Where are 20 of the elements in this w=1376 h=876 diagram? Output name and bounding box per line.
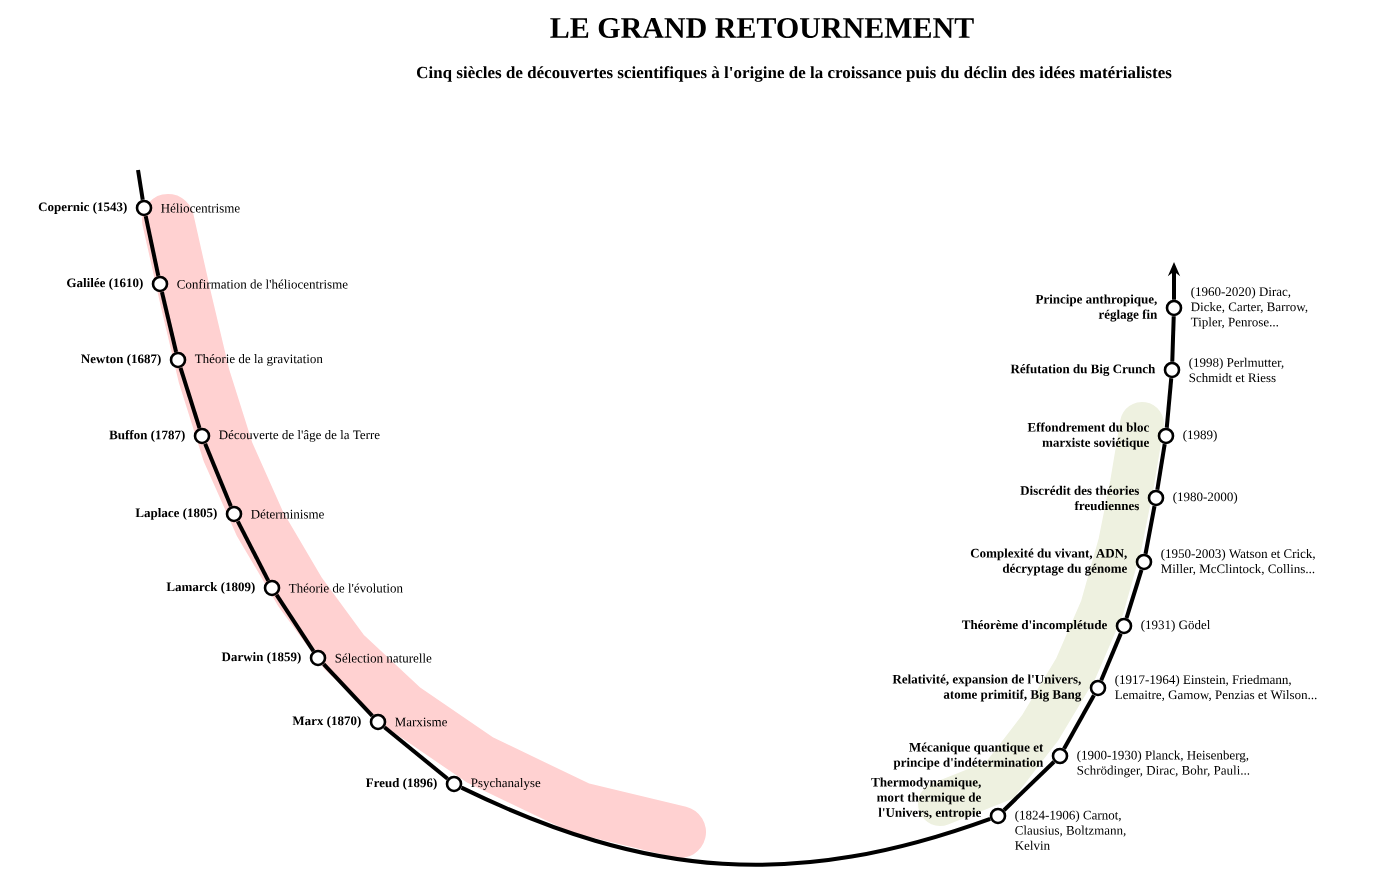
curve-segment	[1143, 505, 1157, 555]
curve-segment	[322, 662, 374, 718]
curve-segment	[1155, 443, 1167, 491]
curve-segment	[1062, 694, 1096, 750]
curve-segment	[203, 442, 233, 508]
curve-segment	[1164, 378, 1174, 428]
curve-segment	[383, 725, 449, 781]
curve-segment	[178, 367, 202, 429]
title: LE GRAND RETOURNEMENT	[550, 17, 974, 39]
curve-segment	[1002, 760, 1056, 812]
curve-segment	[143, 215, 161, 277]
curve-segment	[1099, 632, 1123, 682]
curve-segment	[274, 593, 316, 653]
curve-segment	[1124, 569, 1144, 619]
curve-segment	[236, 520, 270, 582]
curve-segment	[160, 291, 179, 353]
subtitle: Cinq siècles de découvertes scientifiques à l'origine de la croissance puis du déclin des idées matérialistes	[417, 66, 1172, 82]
curve-segment	[1170, 316, 1176, 362]
curve-segment	[460, 785, 991, 867]
curve-segment	[136, 169, 145, 201]
